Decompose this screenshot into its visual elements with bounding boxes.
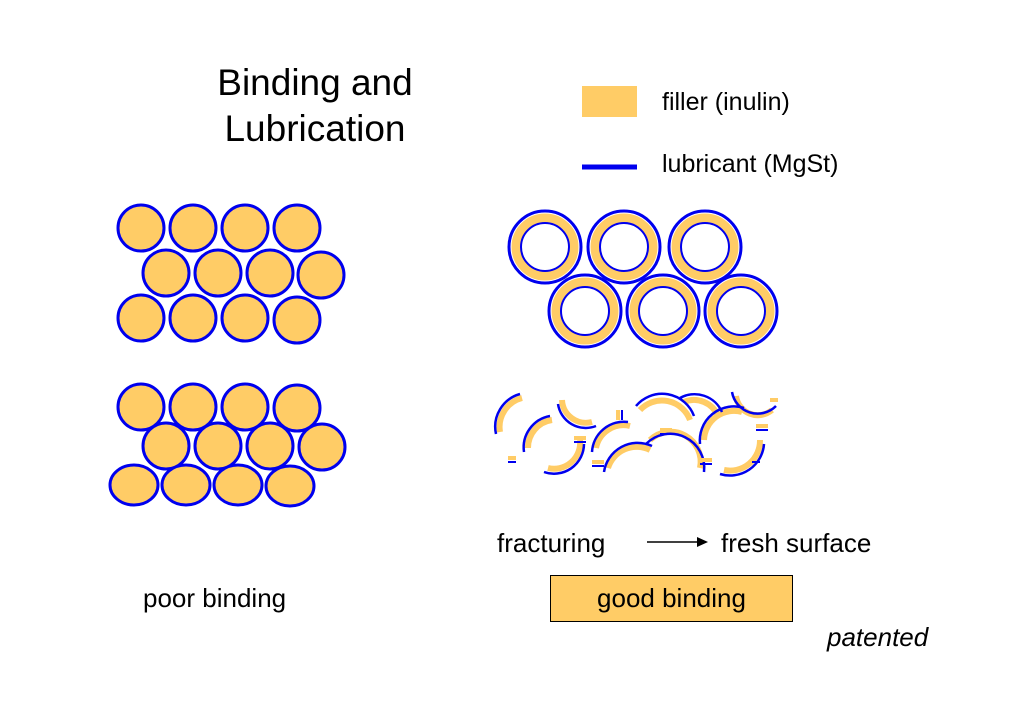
- hollow-particle: [667, 209, 743, 285]
- particle: [220, 293, 270, 343]
- good-binding-box: good binding: [550, 575, 793, 622]
- particle: [116, 293, 166, 343]
- particle: [220, 203, 270, 253]
- particle: [245, 421, 295, 471]
- particle: [245, 248, 295, 298]
- poor-binding-label: poor binding: [143, 583, 287, 613]
- particle: [193, 248, 243, 298]
- hollow-particle: [547, 273, 623, 349]
- fracturing-label: fracturing: [497, 528, 606, 558]
- legend-filler-swatch: [582, 86, 637, 117]
- particle: [168, 203, 218, 253]
- particle: [141, 421, 191, 471]
- particle: [272, 295, 322, 345]
- particle: [297, 422, 347, 472]
- hollow-particle: [703, 273, 779, 349]
- particle: [220, 382, 270, 432]
- particle: [168, 293, 218, 343]
- title-line-2: Lubrication: [224, 108, 406, 149]
- particle: [116, 203, 166, 253]
- particle: [296, 250, 346, 300]
- particle: [212, 463, 264, 507]
- patented-label: patented: [827, 622, 929, 652]
- poor-binding-cluster-bottom: [108, 382, 347, 508]
- hollow-particle-cluster: [507, 209, 779, 349]
- particle: [264, 464, 316, 508]
- particle: [160, 463, 212, 507]
- slide-title: Binding and Lubrication: [190, 60, 440, 152]
- good-binding-label: good binding: [597, 583, 746, 613]
- poor-binding-cluster-top: [116, 203, 346, 345]
- particle: [272, 203, 322, 253]
- fractured-fragments: [494, 391, 778, 477]
- particle: [108, 463, 160, 507]
- hollow-particle: [586, 209, 662, 285]
- fresh-surface-label: fresh surface: [721, 528, 872, 558]
- legend-lubricant-label: lubricant (MgSt): [662, 150, 839, 178]
- particle: [141, 248, 191, 298]
- particle: [168, 382, 218, 432]
- fracturing-arrow: [647, 537, 708, 547]
- legend-filler-label: filler (inulin): [662, 88, 790, 116]
- hollow-particle: [507, 209, 583, 285]
- particle: [193, 421, 243, 471]
- particle: [272, 383, 322, 433]
- hollow-particle: [625, 273, 701, 349]
- title-line-1: Binding and: [217, 62, 413, 103]
- particle: [116, 382, 166, 432]
